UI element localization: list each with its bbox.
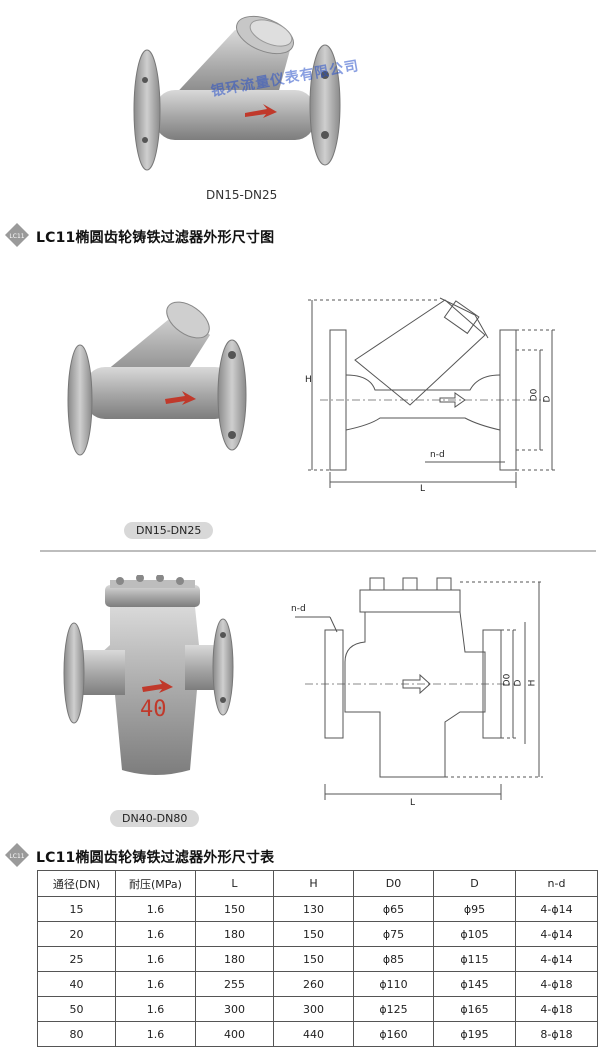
table-cell: 4-ϕ14 [515,946,598,972]
y-strainer-dimension-drawing: H D0 D n-d L [300,290,570,500]
table-row: 15 1.6 150 130 ϕ65 ϕ95 4-ϕ14 [37,896,598,922]
table-cell: 80 [37,1021,116,1047]
table-cell: 1.6 [115,921,196,947]
table-cell: 255 [195,971,274,997]
table-cell: ϕ75 [353,921,434,947]
table-cell: ϕ65 [353,896,434,922]
y-strainer-photo-small [60,295,255,465]
table-header-row: 通径(DN) 耐压(MPa) L H D0 D n-d [37,870,598,897]
top-photo-caption: DN15-DN25 [206,188,278,202]
section-divider [40,550,596,552]
table-row: 80 1.6 400 440 ϕ160 ϕ195 8-ϕ18 [37,1021,598,1047]
basket-strainer-dimension-drawing: n-d D0 D H L [285,572,555,812]
table-row: 50 1.6 300 300 ϕ125 ϕ165 4-ϕ18 [37,996,598,1022]
dim-label-d0-2: D0 [502,673,513,687]
table-cell: 1.6 [115,946,196,972]
table-cell: 150 [195,896,274,922]
table-cell: ϕ115 [433,946,516,972]
dim-label-l-2: L [410,798,416,808]
y-strainer-photo-top [125,5,350,180]
table-cell: ϕ110 [353,971,434,997]
table-cell: 25 [37,946,116,972]
photo-caption-dn40: DN40-DN80 [110,810,200,827]
table-cell: ϕ105 [433,921,516,947]
table-cell: 180 [195,921,274,947]
table-cell: 4-ϕ18 [515,971,598,997]
body-marking-text: 40 [140,697,167,722]
header-dn: 通径(DN) [37,870,116,897]
basket-strainer-photo: 40 [60,574,240,785]
header-nd: n-d [515,870,598,897]
dim-label-h: H [305,375,312,385]
table-cell: ϕ160 [353,1021,434,1047]
table-cell: 4-ϕ14 [515,896,598,922]
section-badge-icon: LC11 [4,222,30,252]
table-cell: ϕ95 [433,896,516,922]
table-cell: 1.6 [115,996,196,1022]
table-cell: 1.6 [115,1021,196,1047]
table-cell: ϕ125 [353,996,434,1022]
photo-caption-dn15: DN15-DN25 [124,522,214,539]
table-cell: 150 [273,921,354,947]
dim-label-d-2: D [513,679,524,687]
table-cell: 300 [195,996,274,1022]
header-l: L [195,870,274,897]
table-cell: ϕ165 [433,996,516,1022]
dimension-table: 通径(DN) 耐压(MPa) L H D0 D n-d 15 1.6 150 1… [37,870,598,1047]
section-title-table: LC11椭圆齿轮铸铁过滤器外形尺寸表 [36,850,275,866]
table-cell: 150 [273,946,354,972]
dim-label-nd-2: n-d [291,604,306,614]
table-cell: 400 [195,1021,274,1047]
table-cell: 440 [273,1021,354,1047]
table-cell: ϕ85 [353,946,434,972]
header-d: D [433,870,516,897]
dim-label-d: D [542,395,553,403]
dim-label-h-2: H [527,679,538,687]
table-cell: 40 [37,971,116,997]
header-h: H [273,870,354,897]
section-badge-text: LC11 [9,233,24,240]
table-cell: 20 [37,921,116,947]
dim-label-d0: D0 [529,388,540,402]
table-cell: 1.6 [115,896,196,922]
header-d0: D0 [353,870,434,897]
table-cell: 1.6 [115,971,196,997]
table-row: 20 1.6 180 150 ϕ75 ϕ105 4-ϕ14 [37,921,598,947]
table-row: 25 1.6 180 150 ϕ85 ϕ115 4-ϕ14 [37,946,598,972]
dim-label-nd: n-d [430,450,445,460]
table-cell: ϕ195 [433,1021,516,1047]
table-cell: 8-ϕ18 [515,1021,598,1047]
header-pressure: 耐压(MPa) [115,870,196,897]
table-cell: 180 [195,946,274,972]
table-cell: 130 [273,896,354,922]
section-badge-icon-2: LC11 [4,842,30,872]
section-badge-text-2: LC11 [9,853,24,860]
table-cell: 4-ϕ18 [515,996,598,1022]
table-cell: 15 [37,896,116,922]
table-cell: 50 [37,996,116,1022]
table-cell: 300 [273,996,354,1022]
table-cell: 4-ϕ14 [515,921,598,947]
table-row: 40 1.6 255 260 ϕ110 ϕ145 4-ϕ18 [37,971,598,997]
section-title-drawing: LC11椭圆齿轮铸铁过滤器外形尺寸图 [36,230,275,246]
table-cell: 260 [273,971,354,997]
table-cell: ϕ145 [433,971,516,997]
dim-label-l: L [420,484,426,494]
